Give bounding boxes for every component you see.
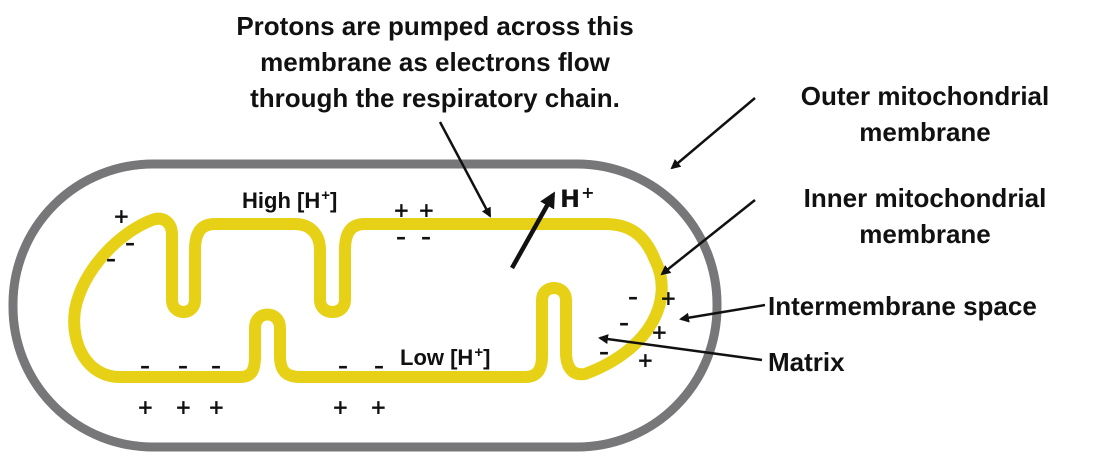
plus-sign: + [137,395,154,419]
matrix-pointer-arrow [598,334,763,362]
intermembrane-pointer-arrow [679,303,766,323]
intermembrane-space-label: Intermembrane space [768,291,1037,321]
minus-sign: – [619,311,629,335]
caption-pointer-arrow [438,121,492,218]
minus-sign: – [211,354,221,378]
minus-sign: – [106,247,116,271]
proton-sup: + [581,183,595,202]
minus-sign: – [338,354,348,378]
high-proton-text: High [H [242,188,321,213]
caption-line-2: membrane as electrons flow [260,47,610,77]
plus-sign: + [370,395,387,419]
plus-sign: + [393,198,410,222]
outer-membrane-label: Outer mitochondrial membrane [760,78,1090,150]
proton-flow-arrow [510,191,555,270]
high-proton-close: ] [329,188,338,213]
outer-membrane-label-line-1: Outer mitochondrial [800,81,1050,111]
inner-membrane-pointer-arrow [660,199,756,276]
plus-sign: + [113,204,130,228]
caption: Protons are pumped across this membrane … [175,8,695,116]
plus-sign: + [660,286,677,310]
proton-symbol: H [560,185,581,213]
high-proton-label: High [H+] [242,183,337,214]
high-proton-sup: + [321,187,330,204]
outer-membrane-label-line-2: membrane [859,117,991,147]
plus-sign: + [637,348,654,372]
plus-sign: + [418,198,435,222]
outer-membrane-pointer-arrow [670,97,756,170]
minus-sign: – [125,231,135,255]
low-proton-sup: + [474,344,484,361]
minus-sign: – [178,354,188,378]
plus-sign: + [175,395,192,419]
inner-membrane-label-line-2: membrane [859,219,991,249]
inner-membrane-label: Inner mitochondrial membrane [760,180,1090,252]
inner-membrane [68,212,668,383]
minus-sign: – [421,225,431,249]
low-proton-label: Low [H+] [400,340,490,371]
caption-line-3: through the respiratory chain. [250,83,620,113]
minus-sign: – [628,285,638,309]
minus-sign: – [599,340,609,364]
inner-membrane-label-line-1: Inner mitochondrial [803,183,1047,213]
plus-sign: + [651,320,668,344]
low-proton-text: Low [H [400,345,474,370]
minus-sign: – [396,225,406,249]
minus-sign: – [140,354,150,378]
plus-sign: + [208,395,225,419]
minus-sign: – [374,354,384,378]
matrix-label: Matrix [768,347,845,377]
proton-label: H+ [560,180,595,212]
plus-sign: + [332,395,349,419]
caption-line-1: Protons are pumped across this [236,11,634,41]
low-proton-close: ] [483,345,491,370]
